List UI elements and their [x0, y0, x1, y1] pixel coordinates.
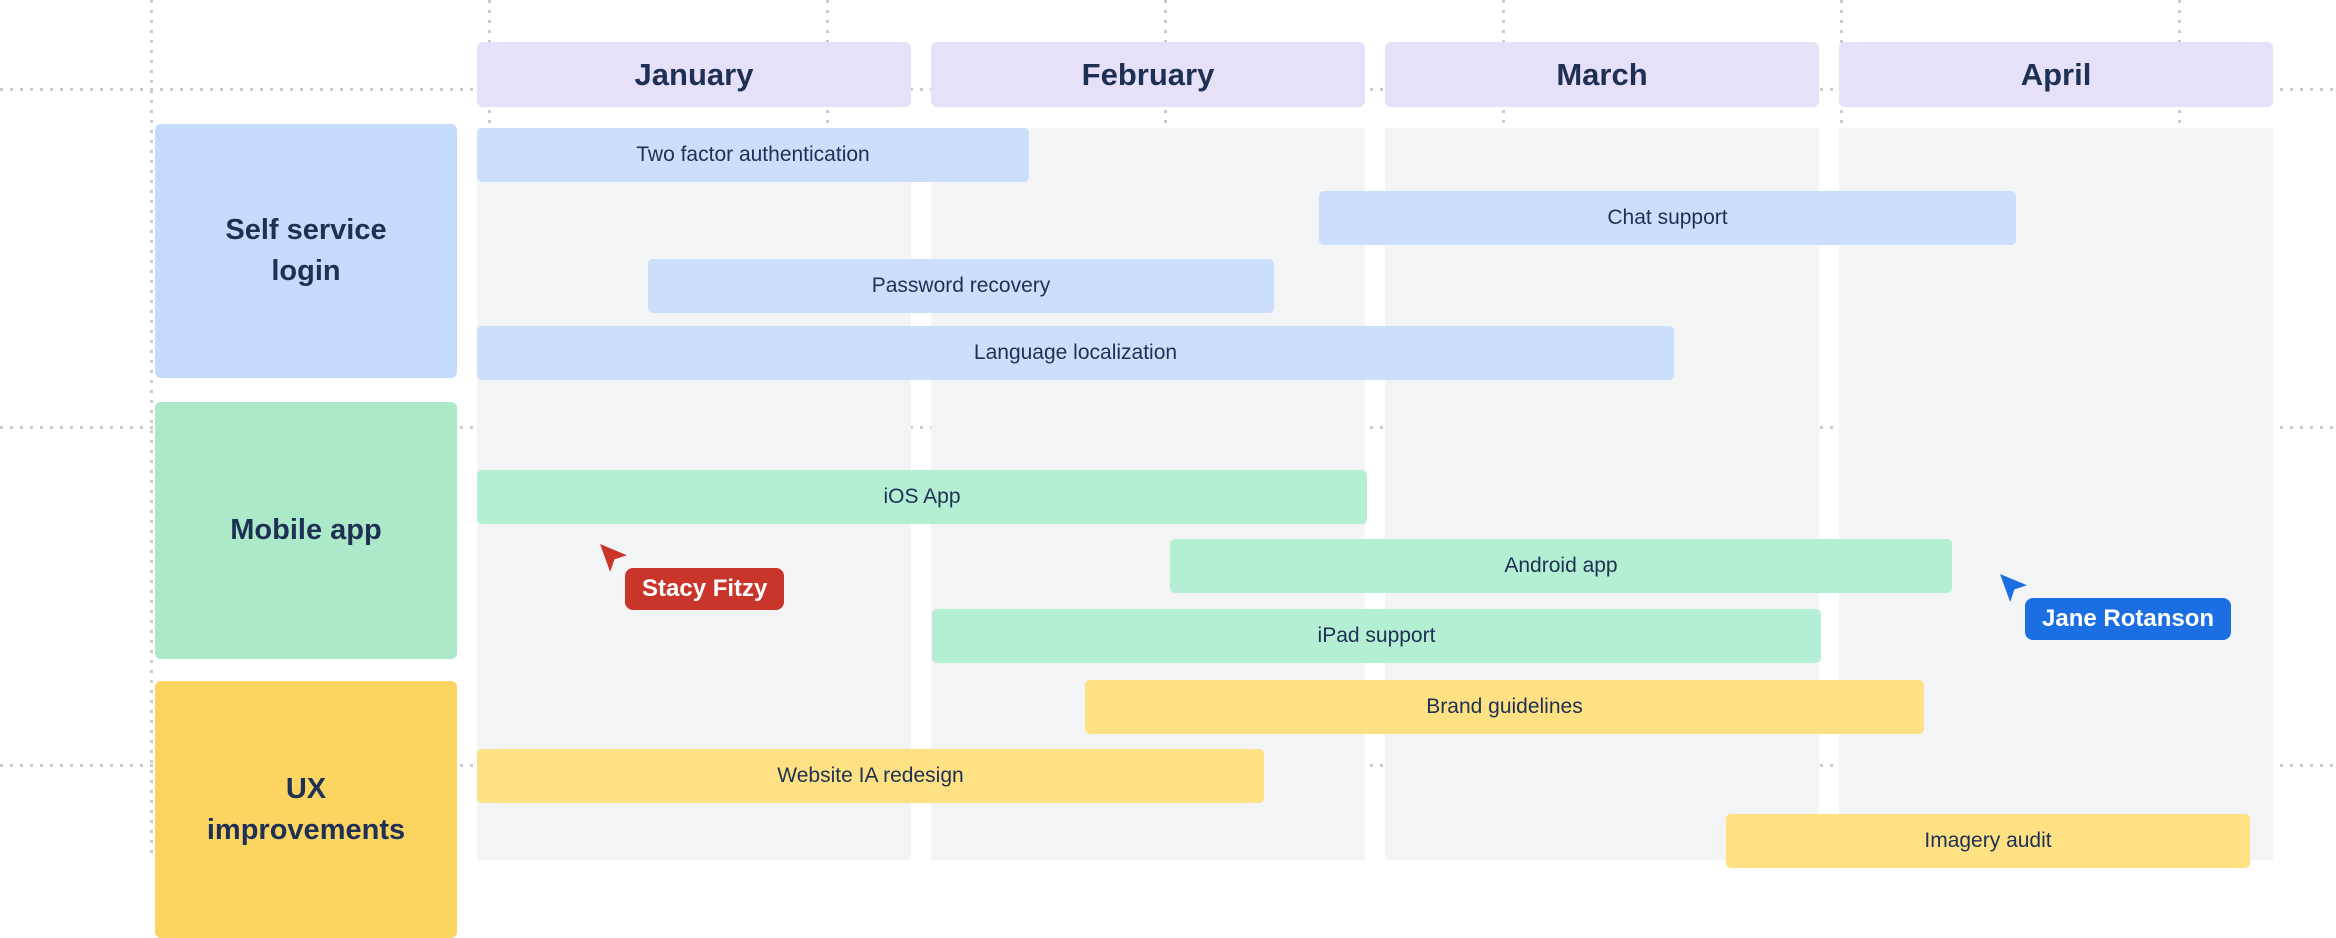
cursor-name-label: Jane Rotanson — [2025, 598, 2232, 640]
row-label-ux-improvements[interactable]: UX improvements — [155, 681, 457, 938]
task-bar-brand-guidelines[interactable]: Brand guidelines — [1085, 680, 1924, 734]
month-header-april[interactable]: April — [1839, 42, 2273, 107]
task-bar-two-factor-authentication[interactable]: Two factor authentication — [477, 128, 1029, 182]
cursor-arrow-icon — [600, 544, 627, 572]
month-header-february[interactable]: February — [931, 42, 1365, 107]
month-header-march[interactable]: March — [1385, 42, 1819, 107]
task-bar-password-recovery[interactable]: Password recovery — [648, 259, 1274, 313]
grid-dotted-vline — [150, 0, 153, 860]
row-label-self-service-login[interactable]: Self service login — [155, 124, 457, 378]
user-cursor-jane-rotanson: Jane Rotanson — [1998, 573, 2232, 640]
row-label-mobile-app[interactable]: Mobile app — [155, 402, 457, 659]
task-bar-language-localization[interactable]: Language localization — [477, 326, 1674, 380]
task-bar-imagery-audit[interactable]: Imagery audit — [1726, 814, 2250, 868]
cursor-name-label: Stacy Fitzy — [625, 568, 785, 610]
task-bar-android-app[interactable]: Android app — [1170, 539, 1952, 593]
task-bar-ios-app[interactable]: iOS App — [477, 470, 1367, 524]
user-cursor-stacy-fitzy: Stacy Fitzy — [598, 543, 785, 610]
task-bar-website-ia-redesign[interactable]: Website IA redesign — [477, 749, 1264, 803]
month-header-january[interactable]: January — [477, 42, 911, 107]
cursor-arrow-icon — [2000, 574, 2027, 602]
task-bar-ipad-support[interactable]: iPad support — [932, 609, 1821, 663]
month-column-march — [1385, 128, 1819, 860]
month-column-april — [1839, 128, 2273, 860]
task-bar-chat-support[interactable]: Chat support — [1319, 191, 2016, 245]
